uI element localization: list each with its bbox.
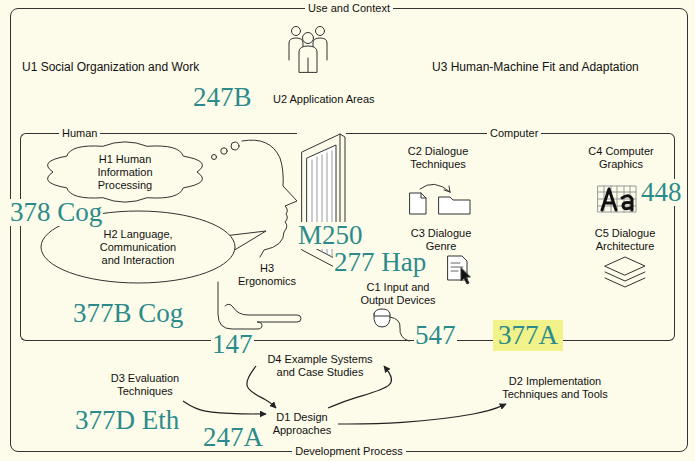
topic-label: D4 Example Systems and Case Studies bbox=[260, 353, 380, 379]
topic-label: H3 Ergonomics bbox=[232, 262, 302, 288]
topic-label: D1 Design Approaches bbox=[270, 411, 334, 437]
cloud-outline bbox=[48, 142, 203, 202]
person-head bbox=[303, 33, 314, 44]
thought-dot bbox=[212, 155, 217, 160]
process-arrow bbox=[183, 401, 266, 414]
process-arrow bbox=[247, 366, 276, 408]
layers-icon bbox=[605, 257, 645, 287]
person-head bbox=[292, 27, 301, 36]
label-slot: 377D Eth bbox=[74, 407, 180, 434]
label-slot: 247A bbox=[202, 424, 264, 451]
topic-label: U2 Application Areas bbox=[273, 93, 375, 106]
topic-label: C1 Input and Output Devices bbox=[357, 281, 439, 307]
process-step: D1 Design Approaches bbox=[266, 408, 338, 440]
region-heading: Computer bbox=[487, 127, 541, 140]
thought-cloud: H1 Human Information Processing bbox=[45, 139, 205, 205]
course-number: 377D Eth bbox=[74, 407, 180, 434]
process-arrow bbox=[338, 404, 506, 424]
course-number: 247A bbox=[202, 424, 264, 451]
label-slot: 277 Hap bbox=[333, 249, 427, 276]
thought-dot bbox=[221, 148, 227, 154]
region-heading: Human bbox=[59, 127, 100, 140]
label-slot: 378 Cog bbox=[9, 199, 103, 226]
process-step: D3 Evaluation Techniques bbox=[103, 369, 187, 401]
person-head bbox=[316, 27, 325, 36]
pointing-hand bbox=[218, 282, 301, 329]
topic-label: H2 Language, Communication and Interacti… bbox=[96, 228, 180, 267]
thought-dot bbox=[231, 142, 239, 150]
region-heading: Use and Context bbox=[305, 2, 393, 15]
course-number: 547 bbox=[414, 322, 457, 349]
label-slot: 377A bbox=[493, 320, 563, 351]
label-slot: U1 Social Organization and Work bbox=[22, 60, 199, 75]
document-icon bbox=[410, 193, 426, 214]
label-slot: C2 Dialogue Techniques bbox=[403, 145, 473, 171]
course-number: 147 bbox=[211, 331, 254, 358]
region-heading: Development Process bbox=[292, 445, 406, 458]
topic-label: C4 Computer Graphics bbox=[584, 145, 658, 171]
label-slot: U2 Application Areas bbox=[273, 93, 375, 106]
graphics-icon bbox=[598, 186, 636, 212]
line-art bbox=[212, 27, 646, 342]
topic-label: U3 Human-Machine Fit and Adaptation bbox=[432, 60, 639, 75]
label-slot: H3 Ergonomics bbox=[232, 262, 302, 288]
topic-label: D2 Implementation Techniques and Tools bbox=[498, 375, 612, 401]
label-slot: C5 Dialogue Architecture bbox=[587, 227, 663, 253]
course-number: 247B bbox=[192, 84, 253, 111]
topic-label: C2 Dialogue Techniques bbox=[403, 145, 473, 171]
folder-icon bbox=[439, 197, 470, 214]
label-slot: 377B Cog bbox=[72, 300, 184, 327]
move-arrow bbox=[420, 184, 450, 192]
course-number: 378 Cog bbox=[9, 199, 103, 226]
course-number: 377A bbox=[493, 320, 563, 351]
topic-label: D3 Evaluation Techniques bbox=[107, 372, 183, 398]
label-slot: 247B bbox=[192, 84, 253, 111]
frame-line bbox=[297, 340, 347, 341]
label-slot: C1 Input and Output Devices bbox=[357, 281, 439, 307]
people-icon bbox=[289, 27, 327, 73]
label-slot: 147 bbox=[211, 331, 254, 358]
pointer-cursor bbox=[461, 268, 470, 284]
topic-label: C5 Dialogue Architecture bbox=[587, 227, 663, 253]
mouse-icon bbox=[374, 309, 390, 327]
label-slot: U3 Human-Machine Fit and Adaptation bbox=[432, 60, 639, 75]
person-body bbox=[299, 46, 317, 72]
label-slot: C4 Computer Graphics bbox=[584, 145, 658, 171]
course-number: 277 Hap bbox=[333, 249, 427, 276]
label-slot: 547 bbox=[414, 322, 457, 349]
process-step: D4 Example Systems and Case Studies bbox=[256, 350, 384, 382]
topic-label: H1 Human Information Processing bbox=[94, 153, 156, 192]
glyph-shape bbox=[622, 196, 632, 210]
label-slot: M250 bbox=[297, 222, 364, 249]
process-step: D2 Implementation Techniques and Tools bbox=[494, 372, 616, 404]
topic-label: U1 Social Organization and Work bbox=[22, 60, 199, 75]
course-number: M250 bbox=[297, 222, 364, 249]
course-number: 377B Cog bbox=[72, 300, 184, 327]
graphics-grid bbox=[598, 186, 636, 212]
course-number: 448 bbox=[640, 179, 683, 206]
mouse-cord bbox=[390, 317, 409, 341]
label-slot: 448 bbox=[640, 179, 683, 206]
glyph-shape bbox=[602, 189, 616, 210]
